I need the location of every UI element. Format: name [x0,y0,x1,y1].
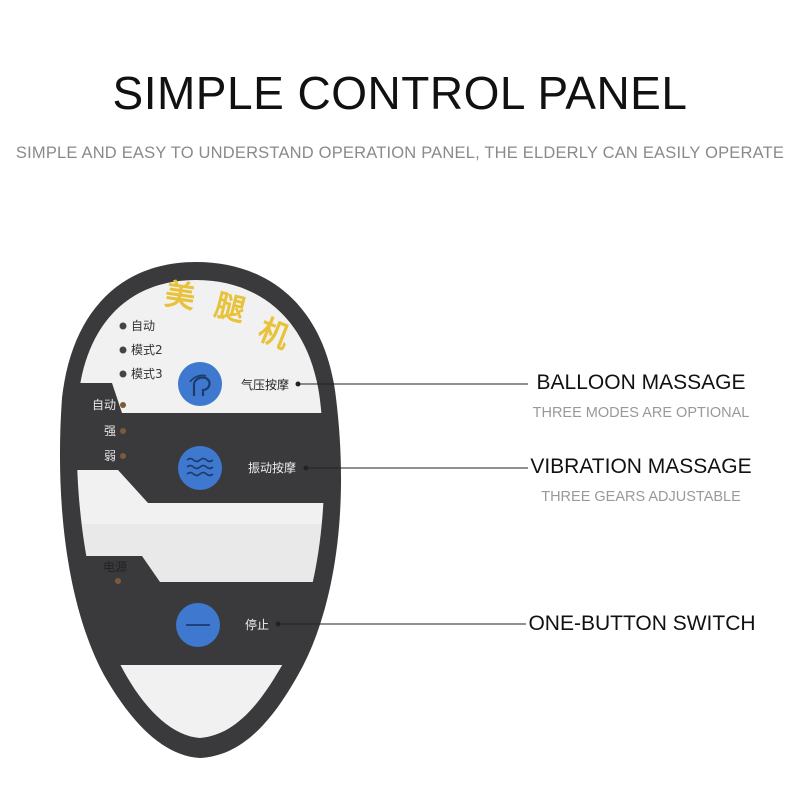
air-indicator-label: 模式2 [131,343,163,357]
callout-title: ONE-BUTTON SWITCH [528,612,756,635]
air-button-label: 气压按摩 [241,377,289,392]
indicator-led [120,402,126,408]
indicator-led [120,428,126,434]
indicator-led [119,370,127,378]
indicator-led [120,453,126,459]
brand-char-1: 美 [163,277,198,316]
wave-icon [186,457,214,477]
callout-title: VIBRATION MASSAGE [530,455,752,478]
stop-button[interactable] [176,603,220,647]
callout-title: BALLOON MASSAGE [536,371,746,394]
vib-button-label: 振动按摩 [248,460,296,475]
indicator-led [119,346,127,354]
vib-indicator-label: 强 [104,424,116,438]
vib-indicator-label: 弱 [104,449,116,463]
vibration-massage-button[interactable] [178,446,222,490]
callout-subtitle: THREE GEARS ADJUSTABLE [541,489,741,505]
vib-indicator-label: 自动 [92,398,116,412]
panel-lower-face [76,524,325,582]
leg-icon [192,376,211,396]
page-subtitle: SIMPLE AND EASY TO UNDERSTAND OPERATION … [15,144,785,162]
callout-subtitle: THREE MODES ARE OPTIONAL [532,405,750,421]
power-indicator-led [115,578,121,584]
air-indicator-label: 模式3 [131,367,163,381]
callout-balloon-massage: BALLOON MASSAGE THREE MODES ARE OPTIONAL [530,371,752,421]
callout-one-button-switch: ONE-BUTTON SWITCH [526,612,758,636]
panel-bottom-face [76,665,325,738]
callout-vibration-massage: VIBRATION MASSAGE THREE GEARS ADJUSTABLE [528,455,754,505]
stop-button-label: 停止 [245,617,269,632]
indicator-led [119,322,127,330]
air-indicator-label: 自动 [131,319,155,333]
power-label: 电源 [103,560,127,574]
page-title: SIMPLE CONTROL PANEL [112,67,688,119]
air-pressure-massage-button[interactable] [178,362,222,406]
panel-middle-face [76,470,325,524]
